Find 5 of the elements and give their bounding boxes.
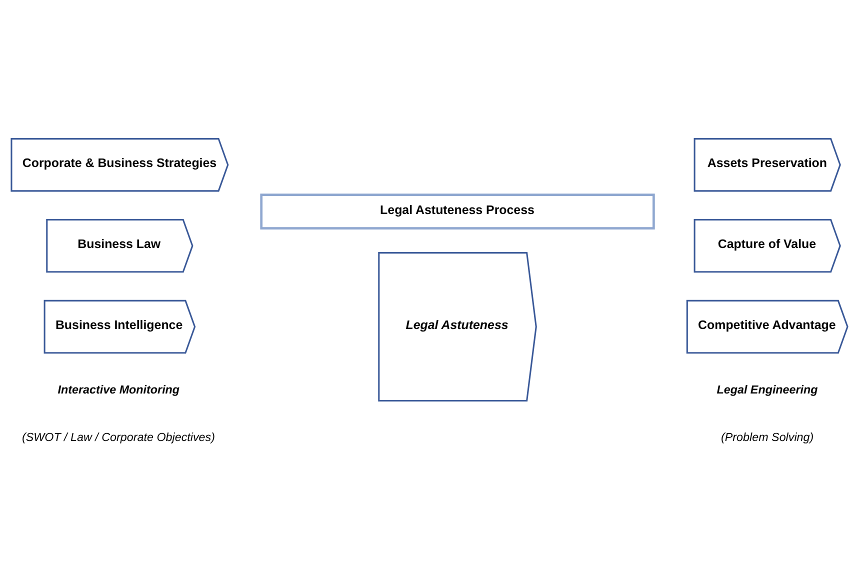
label: (Problem Solving) — [721, 430, 814, 444]
node-box: Legal Astuteness Process — [260, 194, 655, 230]
label: Interactive Monitoring — [58, 383, 180, 396]
label: (SWOT / Law / Corporate Objectives) — [22, 430, 216, 444]
label: Legal Engineering — [716, 383, 818, 396]
